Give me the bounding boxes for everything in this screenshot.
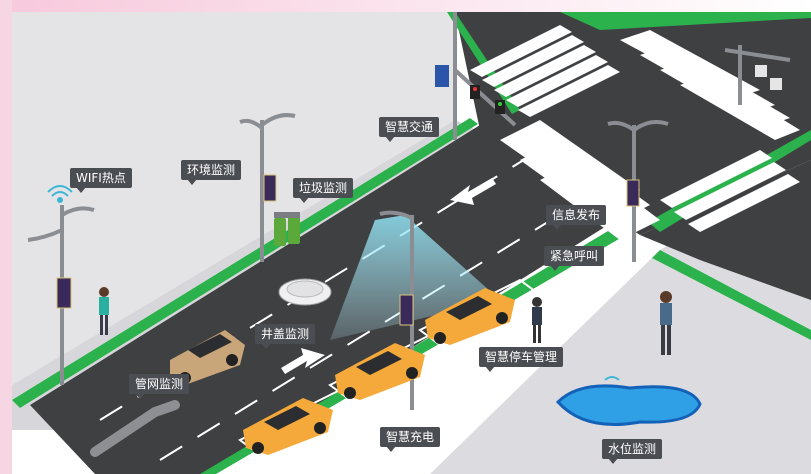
water-level-label: 水位监测 (602, 439, 663, 464)
pipe-monitoring-label: 管网监测 (129, 374, 190, 399)
street-lamp-icon (239, 113, 296, 262)
car-icon (243, 398, 333, 455)
info-publish-label: 信息发布 (546, 205, 607, 230)
crosswalk-top (470, 25, 620, 117)
environment-monitoring-label: 环境监测 (181, 160, 242, 185)
car-icon (335, 343, 425, 400)
water-puddle-icon (555, 376, 702, 426)
crosswalk-lower-right (660, 150, 800, 232)
emergency-call-label: 紧急呼叫 (544, 246, 605, 271)
pedestrian-icon (532, 297, 542, 343)
lamp-banners (56, 174, 640, 326)
pedestrian-icon (99, 287, 109, 335)
top-band (0, 0, 811, 12)
crosswalk-center (500, 120, 660, 240)
smart-parking-label: 智慧停车管理 (479, 347, 564, 372)
traffic-light-icon (435, 65, 782, 114)
manhole-monitoring-label: 井盖监测 (255, 324, 316, 349)
smart-traffic-label: 智慧交通 (379, 117, 440, 142)
left-band (0, 0, 12, 474)
trash-bin-icon (274, 212, 300, 246)
road-arrows (281, 178, 496, 374)
car-icon (425, 288, 515, 345)
pipe-icon (90, 400, 180, 457)
wifi-label: WIFI热点 (70, 168, 132, 193)
wifi-icon (47, 185, 73, 203)
traffic-pole (453, 12, 791, 140)
pedestrian-icon (660, 291, 672, 355)
smart-charging-label: 智慧充电 (380, 427, 441, 452)
manhole-icon (278, 278, 332, 306)
trash-monitoring-label: 垃圾监测 (293, 178, 354, 203)
